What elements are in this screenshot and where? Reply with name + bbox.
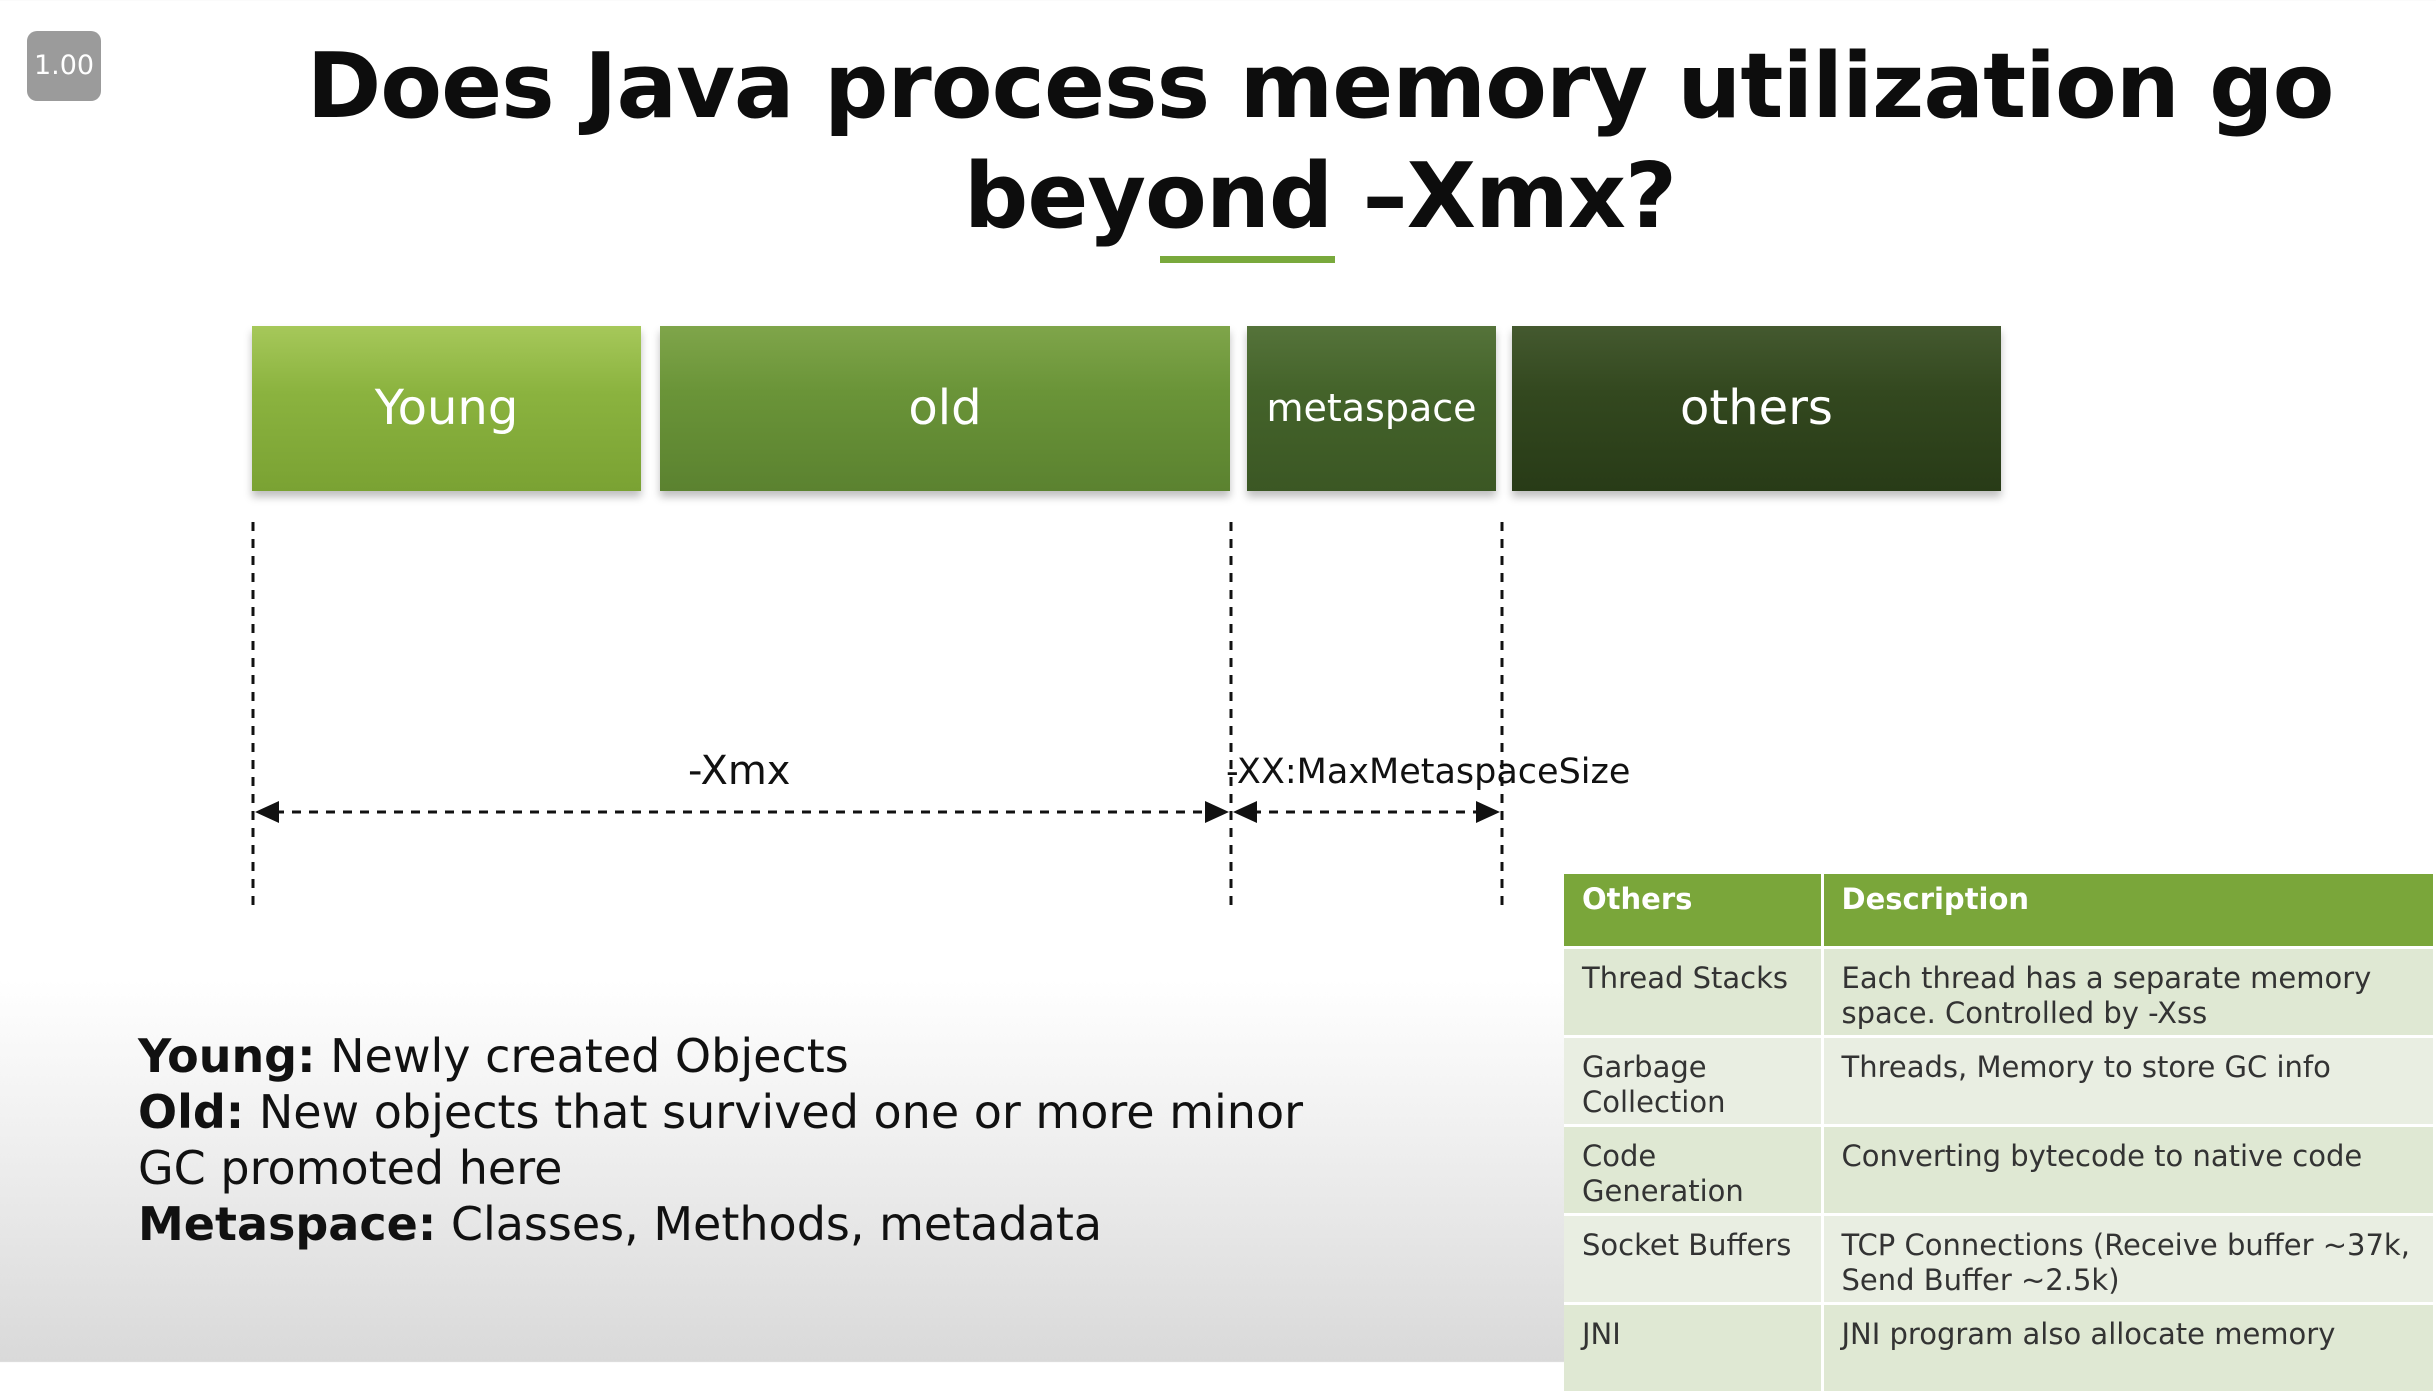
legend-line-old-continued: GC promoted here <box>138 1140 1303 1196</box>
others-table: Others Description Thread Stacks Each th… <box>1564 874 2436 1391</box>
table-cell: Code Generation <box>1564 1126 1822 1215</box>
table-cell: JNI program also allocate memory <box>1822 1304 2435 1391</box>
max-metaspace-label: -XX:MaxMetaspaceSize <box>1226 752 1630 792</box>
table-row: Socket Buffers TCP Connections (Receive … <box>1564 1215 2435 1304</box>
legend-line-metaspace: Metaspace: Classes, Methods, metadata <box>138 1196 1303 1252</box>
table-header-row: Others Description <box>1564 874 2435 948</box>
table-row: JNI JNI program also allocate memory <box>1564 1304 2435 1391</box>
metaspace-arrowhead-right <box>1476 801 1500 823</box>
legend: Young: Newly created Objects Old: New ob… <box>138 1028 1303 1252</box>
table-row: Code Generation Converting bytecode to n… <box>1564 1126 2435 1215</box>
table-cell: JNI <box>1564 1304 1822 1391</box>
table-cell: Garbage Collection <box>1564 1037 1822 1126</box>
table-row: Thread Stacks Each thread has a separate… <box>1564 948 2435 1037</box>
table-cell: Socket Buffers <box>1564 1215 1822 1304</box>
table-row: Garbage Collection Threads, Memory to st… <box>1564 1037 2435 1126</box>
table-header-description: Description <box>1822 874 2435 948</box>
xmx-label: -Xmx <box>688 748 790 794</box>
table-header-others: Others <box>1564 874 1822 948</box>
legend-line-old: Old: New objects that survived one or mo… <box>138 1084 1303 1140</box>
legend-line-young: Young: Newly created Objects <box>138 1028 1303 1084</box>
table-cell: TCP Connections (Receive buffer ~37k, Se… <box>1822 1215 2435 1304</box>
table-cell: Threads, Memory to store GC info <box>1822 1037 2435 1126</box>
xmx-arrowhead-right <box>1205 801 1229 823</box>
table-cell: Each thread has a separate memory space.… <box>1822 948 2435 1037</box>
table-cell: Converting bytecode to native code <box>1822 1126 2435 1215</box>
metaspace-arrowhead-left <box>1233 801 1257 823</box>
xmx-arrowhead-left <box>255 801 279 823</box>
table-cell: Thread Stacks <box>1564 948 1822 1037</box>
